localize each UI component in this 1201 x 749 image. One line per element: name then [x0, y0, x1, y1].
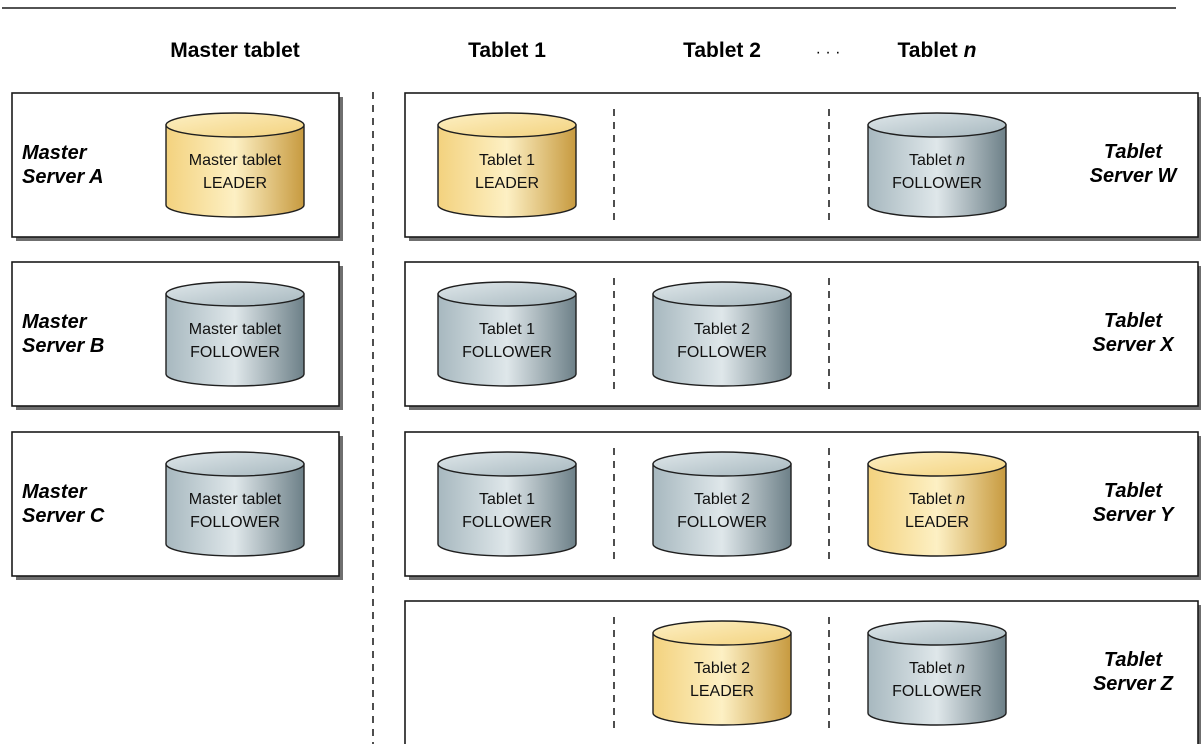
cylinder-role-label: FOLLOWER: [892, 683, 982, 700]
cylinder-top: [867, 112, 1007, 138]
cylinder-tablet-name: Master tablet: [189, 152, 282, 169]
server-label-line1: Master: [22, 481, 88, 503]
server-label-line1: Tablet: [1104, 310, 1163, 332]
cylinder-body: [437, 293, 577, 387]
server-label-line2: Server B: [22, 335, 104, 357]
cylinder-body: [652, 463, 792, 557]
cylinder-role-label: FOLLOWER: [190, 344, 280, 361]
cylinder-top: [165, 451, 305, 477]
server-label-line1: Tablet: [1104, 649, 1163, 671]
cylinder-role-label: FOLLOWER: [677, 344, 767, 361]
server-label-line1: Master: [22, 311, 88, 333]
leader-tablet-cylinder: Tablet 1 LEADER: [437, 112, 577, 218]
server-label-line2: Server C: [22, 505, 105, 527]
cylinder-tablet-name: Master tablet: [189, 491, 282, 508]
cylinder-role-label: LEADER: [203, 175, 267, 192]
server-label-line2: Server Z: [1093, 673, 1174, 695]
cylinder-tablet-name: Tablet n: [909, 660, 965, 677]
cylinder-role-label: FOLLOWER: [677, 514, 767, 531]
cylinder-body: [652, 632, 792, 726]
cylinder-body: [867, 463, 1007, 557]
cylinder-top: [437, 451, 577, 477]
follower-tablet-cylinder: Tablet n FOLLOWER: [867, 620, 1007, 726]
leader-tablet-cylinder: Tablet 2 LEADER: [652, 620, 792, 726]
cylinder-tablet-name: Tablet 1: [479, 491, 535, 508]
cylinder-body: [165, 293, 305, 387]
cylinder-tablet-name: Tablet 1: [479, 321, 535, 338]
follower-tablet-cylinder: Tablet 2 FOLLOWER: [652, 451, 792, 557]
cylinder-top: [437, 112, 577, 138]
server-label-line1: Tablet: [1104, 141, 1163, 163]
follower-tablet-cylinder: Tablet n FOLLOWER: [867, 112, 1007, 218]
cylinder-tablet-name: Tablet 2: [694, 660, 750, 677]
cylinder-top: [867, 620, 1007, 646]
cylinder-top: [652, 451, 792, 477]
header-master-tablet: Master tablet: [170, 39, 300, 62]
cylinder-tablet-name: Tablet n: [909, 491, 965, 508]
server-label-line1: Master: [22, 142, 88, 164]
server-label-line2: Server W: [1090, 165, 1179, 187]
cylinder-body: [867, 632, 1007, 726]
follower-tablet-cylinder: Tablet 2 FOLLOWER: [652, 281, 792, 387]
cylinder-top: [867, 451, 1007, 477]
cylinder-role-label: LEADER: [475, 175, 539, 192]
server-label-line2: Server A: [22, 166, 104, 188]
cylinder-top: [437, 281, 577, 307]
follower-tablet-cylinder: Tablet 1 FOLLOWER: [437, 451, 577, 557]
cylinder-tablet-name: Tablet 2: [694, 491, 750, 508]
cylinder-role-label: FOLLOWER: [190, 514, 280, 531]
cylinder-role-label: LEADER: [905, 514, 969, 531]
cylinder-top: [165, 281, 305, 307]
tablet-server-box: [404, 600, 1199, 746]
cylinder-role-label: FOLLOWER: [462, 514, 552, 531]
cylinder-top: [165, 112, 305, 138]
leader-tablet-cylinder: Tablet n LEADER: [867, 451, 1007, 557]
server-label-line2: Server Y: [1093, 504, 1175, 526]
cylinder-body: [165, 463, 305, 557]
header-ellipsis: · · ·: [816, 44, 841, 61]
cylinder-body: [437, 463, 577, 557]
cylinder-tablet-name: Tablet 1: [479, 152, 535, 169]
cylinder-tablet-name: Tablet n: [909, 152, 965, 169]
cylinder-role-label: LEADER: [690, 683, 754, 700]
cylinder-role-label: FOLLOWER: [892, 175, 982, 192]
cylinder-tablet-name: Tablet 2: [694, 321, 750, 338]
cylinder-role-label: FOLLOWER: [462, 344, 552, 361]
cylinder-top: [652, 281, 792, 307]
cylinder-body: [165, 124, 305, 218]
server-label-line1: Tablet: [1104, 480, 1163, 502]
cylinder-body: [867, 124, 1007, 218]
cylinder-tablet-name: Master tablet: [189, 321, 282, 338]
header-tablet-1: Tablet 1: [468, 39, 546, 62]
header-tablet-2: Tablet 2: [683, 39, 761, 62]
server-label-line2: Server X: [1092, 334, 1175, 356]
header-tablet-n: Tablet n: [898, 39, 977, 62]
cylinder-body: [437, 124, 577, 218]
cylinder-body: [652, 293, 792, 387]
follower-tablet-cylinder: Tablet 1 FOLLOWER: [437, 281, 577, 387]
cylinder-top: [652, 620, 792, 646]
